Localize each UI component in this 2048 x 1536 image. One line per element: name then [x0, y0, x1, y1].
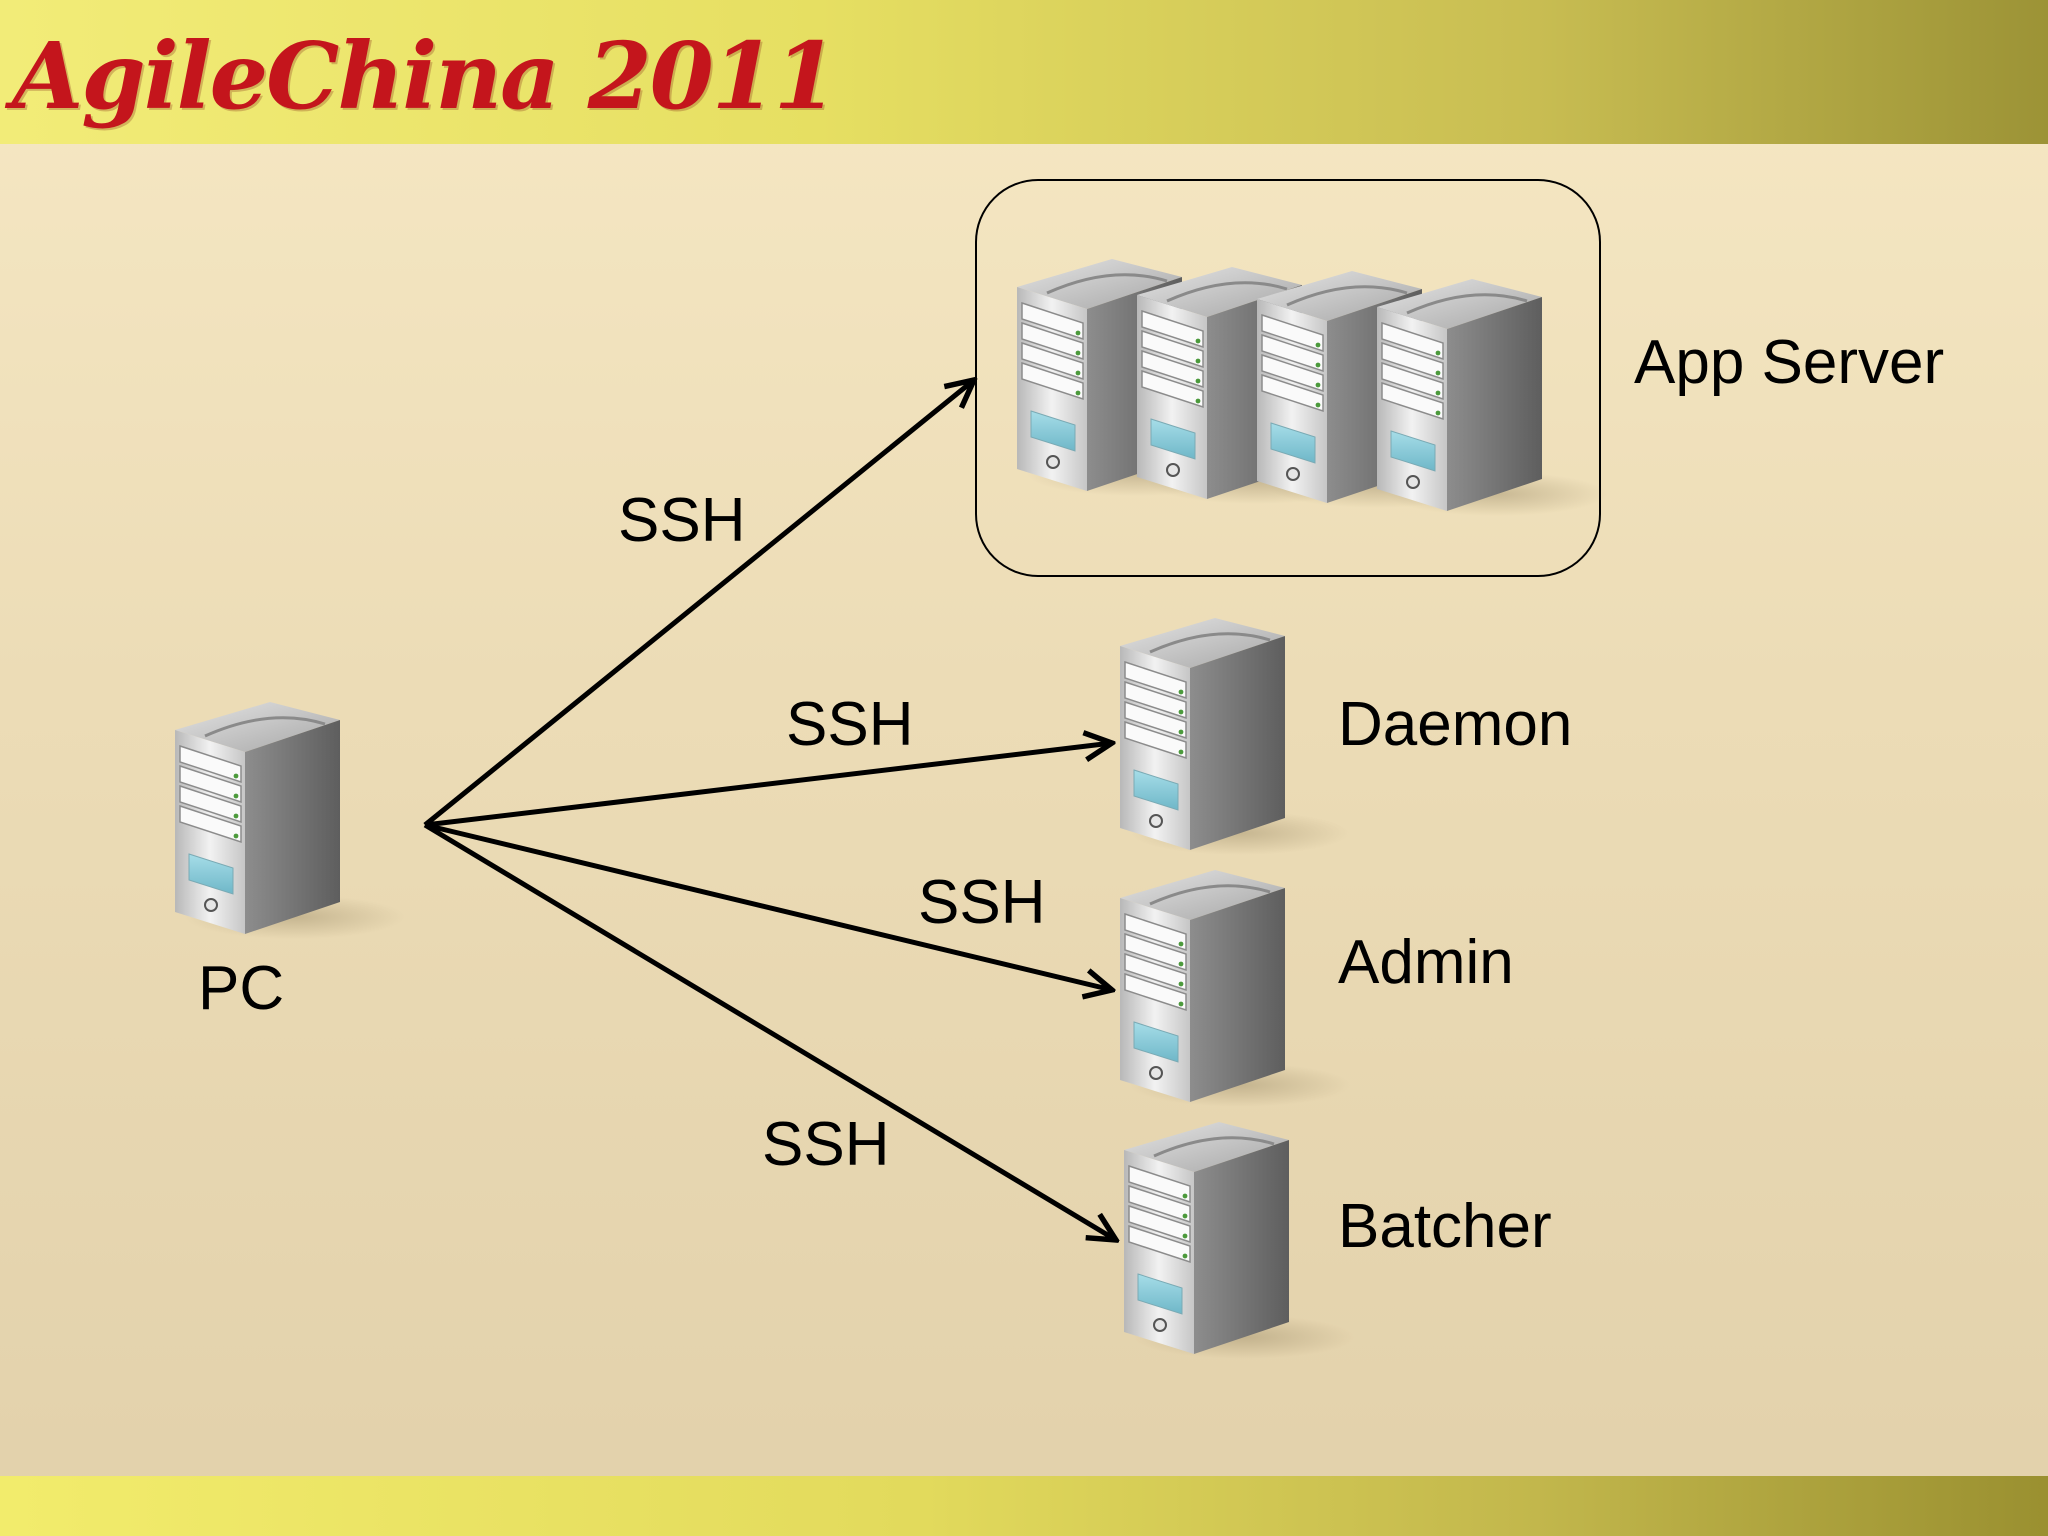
brand-logo-text: AgileChina 2011: [12, 22, 838, 130]
footer-bar: [0, 1476, 2048, 1536]
app-server-icon-4: [1375, 277, 1609, 518]
arrow-pc-to-admin: [424, 822, 1112, 990]
batcher-server-icon: [1122, 1120, 1356, 1361]
arrow-pc-to-app-server: [423, 380, 974, 827]
arrow-pc-to-batcher: [423, 822, 1116, 1240]
pc-server-icon: [173, 700, 407, 941]
ssh-label-daemon: SSH: [786, 690, 914, 759]
ssh-connections: [423, 380, 1116, 1240]
admin-label: Admin: [1338, 928, 1514, 997]
app-server-label: App Server: [1634, 328, 1945, 397]
arrow-pc-to-daemon: [424, 743, 1112, 828]
pc-label: PC: [198, 954, 285, 1023]
ssh-label-batcher: SSH: [762, 1110, 890, 1179]
ssh-label-app-server: SSH: [618, 486, 746, 555]
daemon-server-icon: [1118, 616, 1352, 857]
ssh-label-admin: SSH: [918, 868, 1046, 937]
admin-server-icon: [1118, 868, 1352, 1109]
daemon-label: Daemon: [1338, 690, 1573, 759]
batcher-label: Batcher: [1338, 1192, 1552, 1261]
header-bar: AgileChina 2011: [0, 0, 2048, 144]
